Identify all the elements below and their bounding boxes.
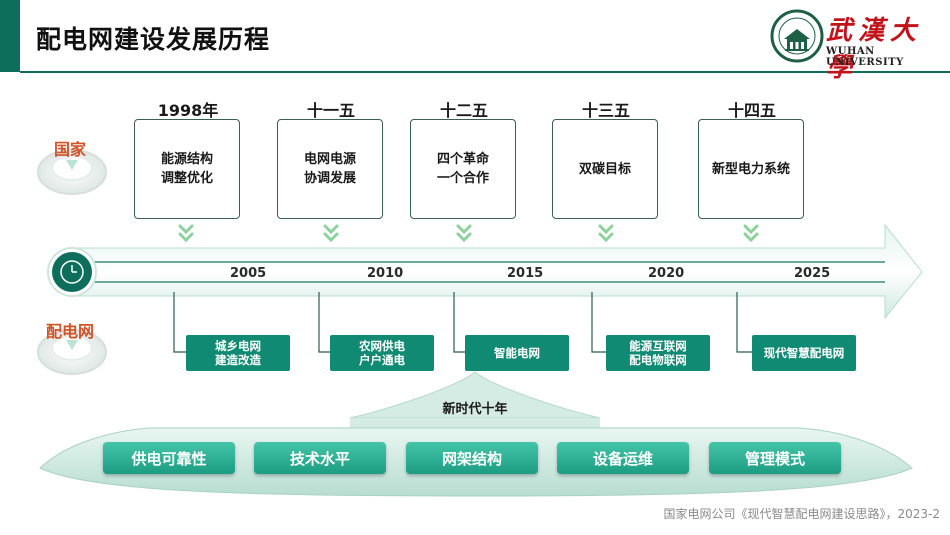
period-label: 十二五 [439,101,488,120]
grid-stage-text: 户户通电 [359,353,405,367]
period-text: 协调发展 [303,171,356,186]
timeline-tick: 2010 [367,266,404,281]
grid-stage-box: 城乡电网建造改造 [186,335,290,371]
page-title: 配电网建设发展历程 [36,25,271,54]
source-citation: 国家电网公司《现代智慧配电网建设思路》，2023-2 [663,507,940,521]
new-era-label: 新时代十年 [442,402,508,417]
header-divider [20,71,950,73]
period-text: 调整优化 [160,171,213,186]
pillar-technology: 技术水平 [254,442,386,474]
grid-stage-text: 城乡电网 [215,339,261,353]
grid-stage-text: 智能电网 [494,346,540,360]
pillar-equipment-maintenance: 设备运维 [557,442,689,474]
grid-stage-text: 现代智慧配电网 [763,346,845,360]
pillar-network-structure: 网架结构 [406,442,538,474]
period-box: 四个革命一个合作 [410,119,516,219]
side-label-national: 国家 [54,140,87,159]
period-label: 十一五 [306,101,355,120]
period-label: 1998年 [157,101,219,120]
header-accent-bar [0,0,20,72]
university-name-cn: 武漢大學 [826,16,923,83]
grid-stage-box: 农网供电户户通电 [330,335,434,371]
period-text: 能源结构 [160,152,213,167]
grid-stage-box: 智能电网 [465,335,569,371]
period-text: 双碳目标 [578,161,631,177]
grid-stage-box: 现代智慧配电网 [752,335,856,371]
timeline-tick: 2015 [507,266,544,281]
period-box: 双碳目标 [552,119,658,219]
grid-stage-text: 建造改造 [215,353,261,367]
side-label-distribution: 配电网 [46,322,95,341]
period-box: 能源结构调整优化 [134,119,240,219]
period-box: 电网电源协调发展 [277,119,383,219]
pillar-management-mode: 管理模式 [709,442,841,474]
period-box: 新型电力系统 [698,119,804,219]
period-label: 十四五 [727,101,776,120]
pillar-reliability: 供电可靠性 [103,442,235,474]
timeline-tick: 2020 [648,266,685,281]
period-text: 新型电力系统 [711,161,790,177]
period-label: 十三五 [581,101,630,120]
timeline-tick: 2005 [230,266,267,281]
period-text: 电网电源 [303,152,356,167]
university-seal-icon [770,9,824,63]
timeline-arrow [71,223,923,320]
university-name-en: WUHAN UNIVERSITY [826,46,904,68]
grid-stage-text: 农网供电 [359,339,405,353]
grid-stage-text: 配电物联网 [629,353,687,367]
grid-stage-text: 能源互联网 [629,339,687,353]
period-text: 四个革命 [436,152,489,167]
grid-stage-box: 能源互联网配电物联网 [606,335,710,371]
period-text: 一个合作 [436,171,489,186]
timeline-tick: 2025 [794,266,831,281]
